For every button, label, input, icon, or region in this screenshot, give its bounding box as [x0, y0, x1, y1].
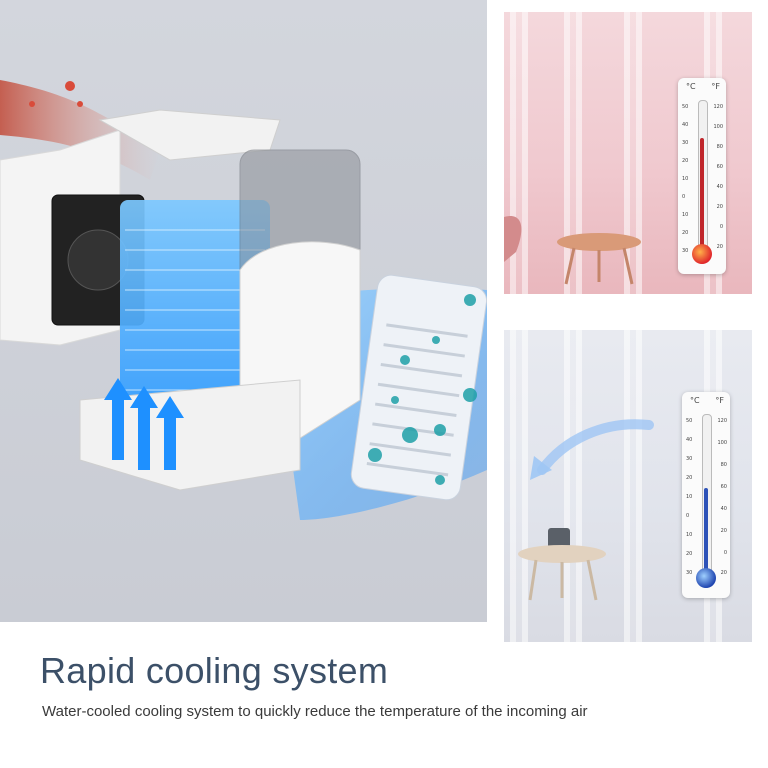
fahrenheit-tick: 60	[720, 484, 727, 490]
airflow-arrow	[130, 386, 158, 470]
celsius-tick: 0	[682, 194, 686, 200]
celsius-tick: 30	[682, 248, 689, 254]
fan-hub	[67, 229, 129, 291]
fahrenheit-tick: 20	[716, 244, 723, 250]
top-lid	[98, 109, 281, 161]
headline: Rapid cooling system	[40, 650, 389, 691]
celsius-tick: 30	[682, 140, 689, 146]
celsius-unit: °C	[686, 82, 696, 91]
fahrenheit-tick: 120	[713, 104, 723, 110]
warm-room-furniture	[504, 216, 641, 285]
cool-droplet	[391, 396, 399, 404]
cool-room-scene: °C °F 50 40 30 20 10 0 10 20 30 120 100 …	[504, 330, 752, 642]
mercury-column	[700, 138, 704, 252]
coffee-table	[557, 233, 641, 251]
subheadline: Water-cooled cooling system to quickly r…	[42, 703, 588, 720]
celsius-tick: 40	[686, 437, 693, 443]
cool-droplet	[402, 427, 418, 443]
fahrenheit-tick: 120	[717, 418, 727, 424]
celsius-tick: 20	[686, 551, 693, 557]
product-illustration	[0, 0, 487, 622]
fahrenheit-tick: 100	[717, 440, 727, 446]
cool-droplet	[432, 336, 440, 344]
cool-room-furniture	[518, 419, 654, 601]
cool-droplet	[463, 388, 477, 402]
celsius-tick: 50	[682, 104, 689, 110]
celsius-tick: 40	[682, 122, 689, 128]
fahrenheit-tick: 0	[719, 224, 723, 230]
fahrenheit-tick: 20	[716, 204, 723, 210]
hot-droplet	[29, 101, 35, 107]
curtain	[510, 330, 528, 642]
thermometer-bulb	[692, 244, 712, 264]
fahrenheit-unit: °F	[711, 82, 720, 91]
fahrenheit-tick: 100	[713, 124, 723, 130]
curtain	[564, 330, 582, 642]
airflow-arrow	[104, 378, 132, 460]
cool-droplet	[435, 475, 445, 485]
cool-airflow-arrowhead	[530, 456, 552, 480]
hot-droplet	[65, 81, 75, 91]
fahrenheit-tick: 60	[716, 164, 723, 170]
cool-droplet	[434, 424, 446, 436]
celsius-tick: 10	[686, 532, 693, 538]
curtain	[624, 12, 642, 294]
fahrenheit-tick: 0	[723, 550, 727, 556]
mini-cooler	[548, 528, 570, 550]
armchair	[504, 216, 522, 262]
cool-thermometer: °C °F 50 40 30 20 10 0 10 20 30 120 100 …	[682, 392, 730, 598]
fahrenheit-tick: 40	[720, 506, 727, 512]
cooler-exploded-view	[0, 80, 487, 520]
fahrenheit-tick: 40	[716, 184, 723, 190]
fahrenheit-tick: 20	[720, 570, 727, 576]
celsius-tick: 20	[686, 475, 693, 481]
celsius-tick: 10	[682, 212, 689, 218]
celsius-unit: °C	[690, 396, 700, 405]
airflow-arrow	[156, 396, 184, 470]
celsius-tick: 20	[682, 230, 689, 236]
celsius-tick: 20	[682, 158, 689, 164]
celsius-tick: 10	[686, 494, 693, 500]
coffee-table	[518, 545, 606, 563]
cool-droplets	[368, 294, 477, 485]
fahrenheit-unit: °F	[715, 396, 724, 405]
warm-room-scene: °C °F 50 40 30 20 10 0 10 20 30 120 100 …	[504, 12, 752, 294]
cool-airflow-arrow	[537, 419, 654, 475]
mercury-column	[704, 488, 708, 576]
celsius-tick: 30	[686, 456, 693, 462]
fahrenheit-tick: 20	[720, 528, 727, 534]
fahrenheit-tick: 80	[716, 144, 723, 150]
fahrenheit-tick: 80	[720, 462, 727, 468]
cool-droplet	[400, 355, 410, 365]
warm-thermometer: °C °F 50 40 30 20 10 0 10 20 30 120 100 …	[678, 78, 726, 274]
curtain	[564, 12, 582, 294]
celsius-tick: 10	[682, 176, 689, 182]
celsius-tick: 50	[686, 418, 693, 424]
cool-droplet	[368, 448, 382, 462]
hot-droplet	[77, 101, 83, 107]
airflow-arrows	[104, 378, 184, 470]
celsius-tick: 0	[686, 513, 690, 519]
thermometer-bulb	[696, 568, 716, 588]
curtain	[624, 330, 642, 642]
cool-droplet	[464, 294, 476, 306]
celsius-tick: 30	[686, 570, 693, 576]
